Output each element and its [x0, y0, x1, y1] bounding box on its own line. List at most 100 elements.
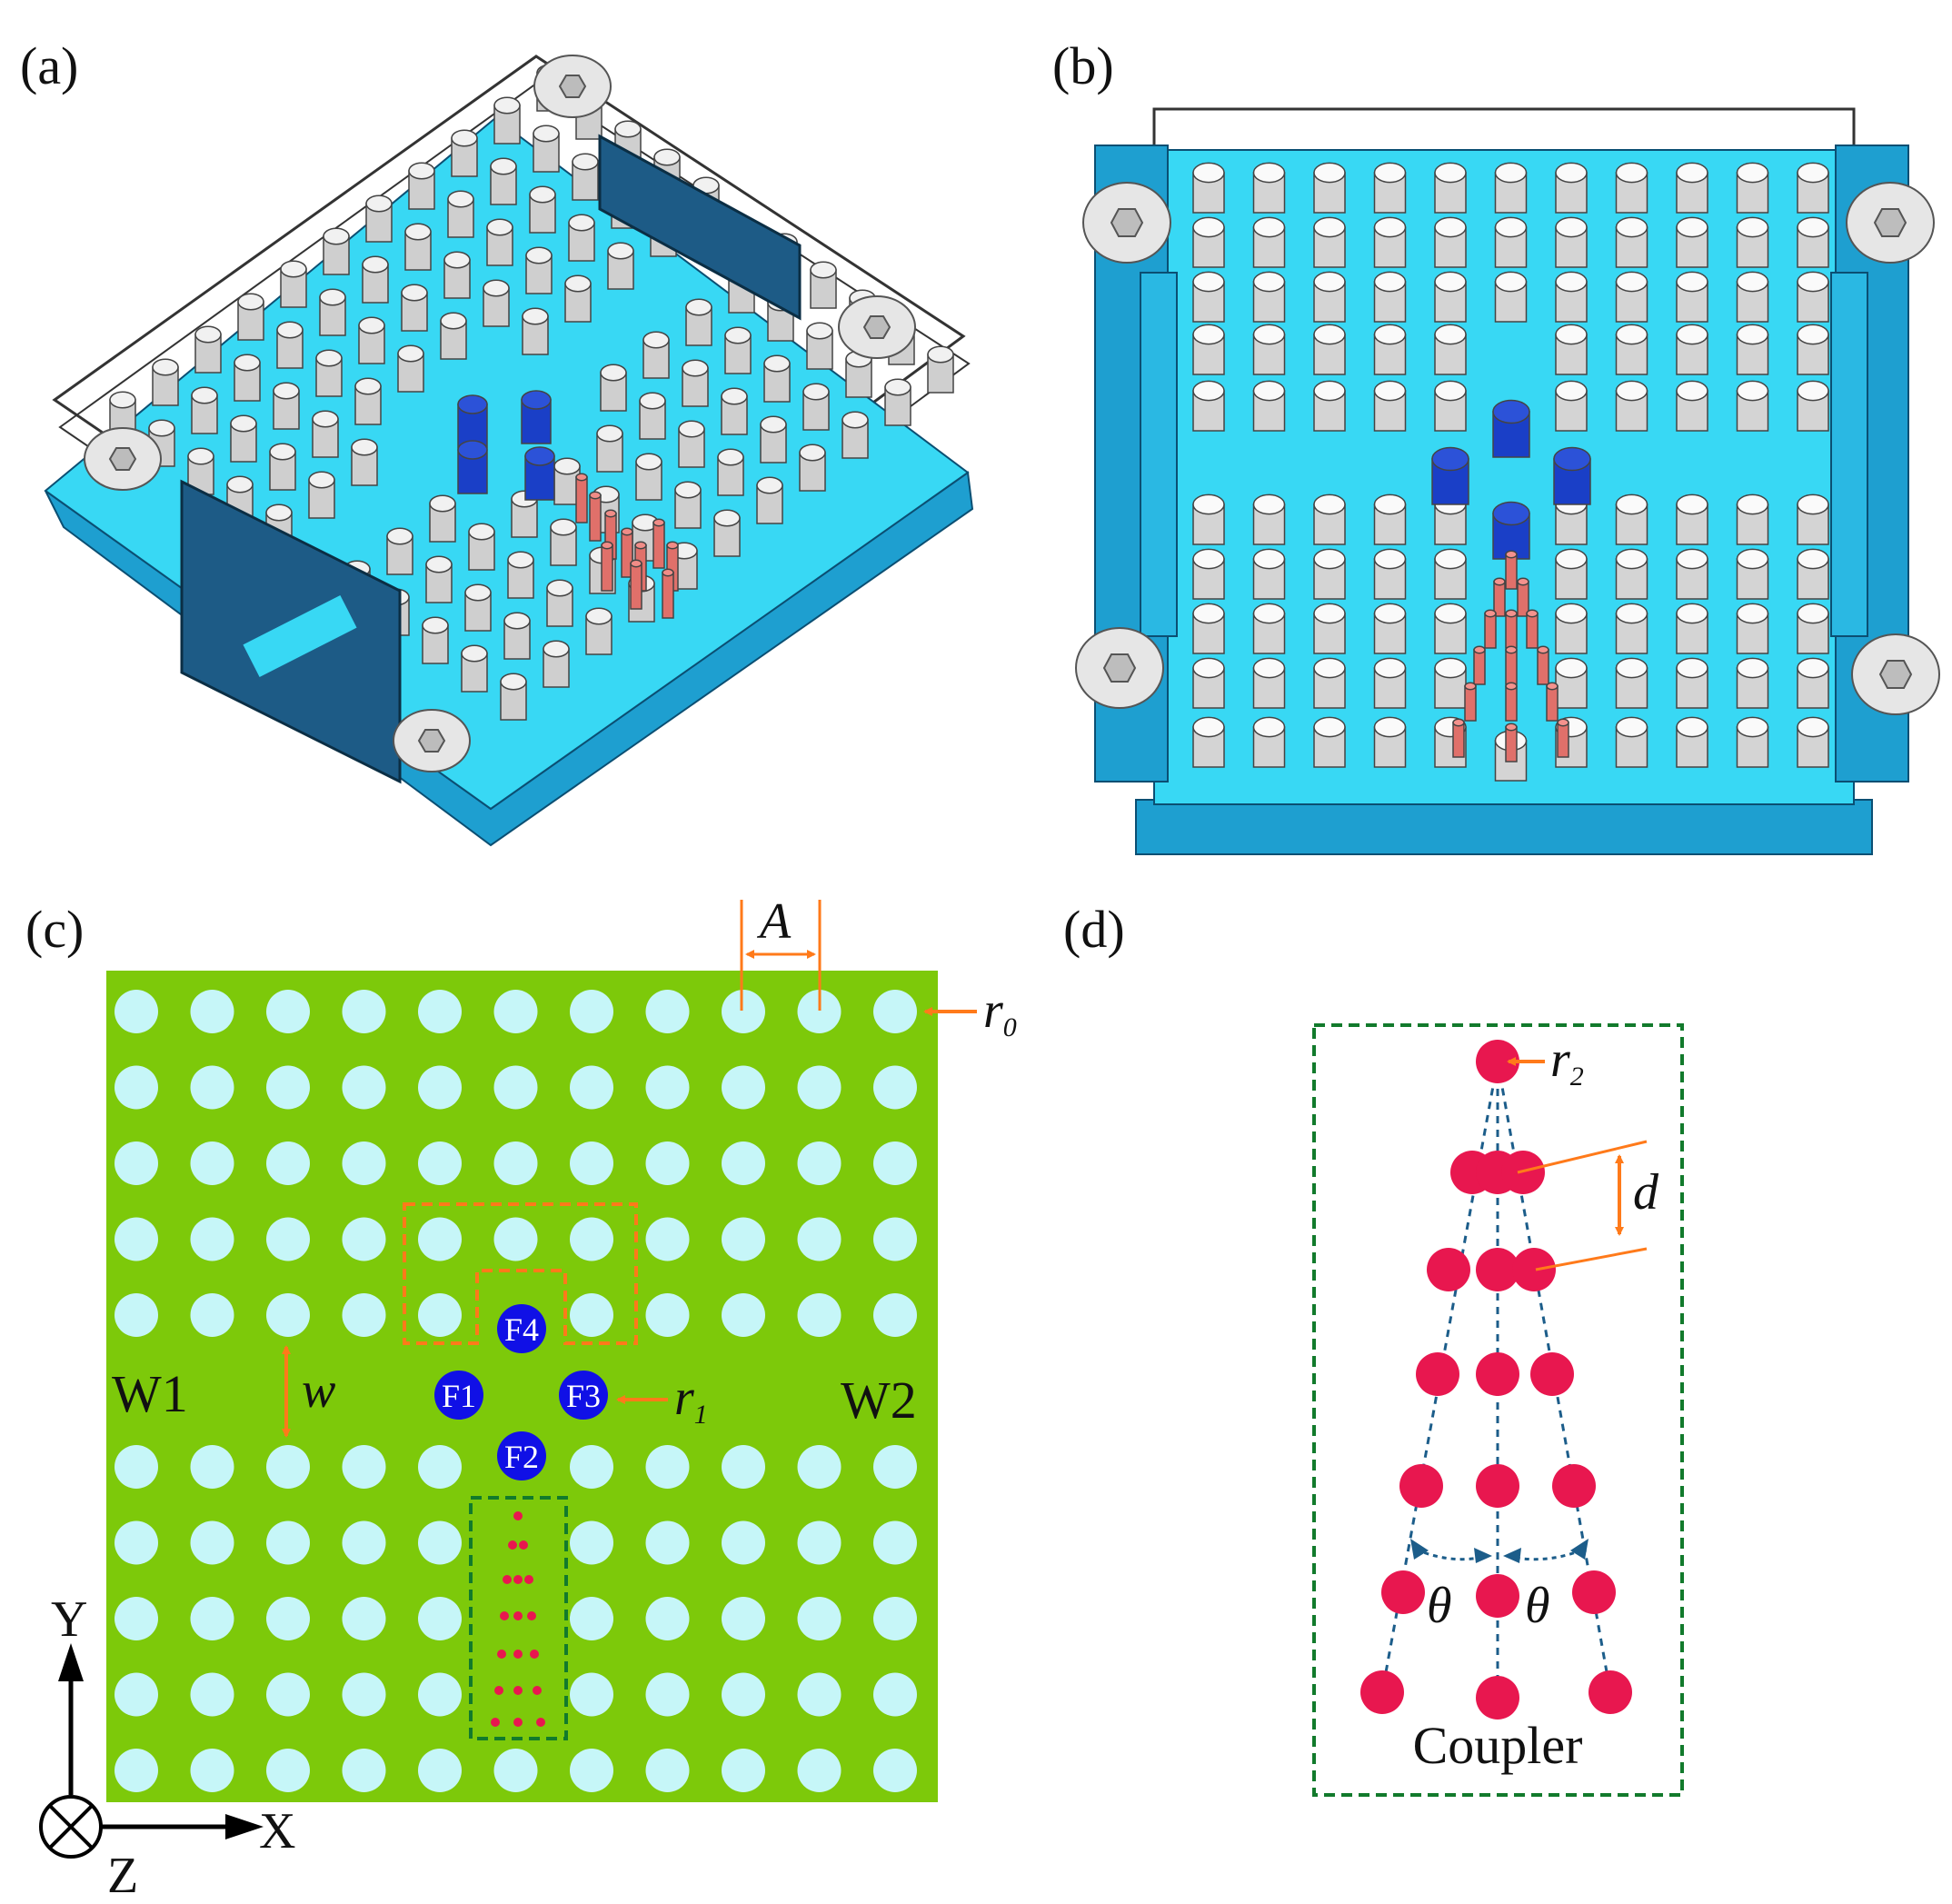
red-pin-a-body	[662, 572, 674, 619]
pin-b-top	[1736, 271, 1769, 293]
coupler-rod-large	[1399, 1464, 1443, 1508]
pin-a-top	[365, 194, 393, 213]
red-pin-b-top	[1484, 609, 1497, 618]
lattice-rod	[797, 1749, 842, 1792]
coupler-label: Coupler	[1413, 1716, 1583, 1775]
coupler-box-large	[1312, 1023, 1684, 1797]
pin-b-top	[1676, 324, 1708, 345]
red-pin-b-top	[1464, 682, 1477, 691]
lattice-rod	[190, 1597, 234, 1640]
pin-b-top	[1615, 380, 1648, 402]
pin-a-top	[525, 246, 553, 264]
coupler-rod-large	[1572, 1570, 1616, 1614]
pin-a-top	[408, 162, 435, 180]
pin-b-top	[1373, 493, 1407, 515]
coupler-rod-small	[524, 1575, 533, 1584]
lattice-rod	[645, 1749, 690, 1792]
pin-b-top	[1615, 216, 1648, 238]
pin-a-top	[760, 415, 787, 434]
pin-a-top	[468, 523, 495, 541]
pin-a-top	[763, 354, 791, 373]
lattice-rod	[418, 1141, 462, 1185]
lattice-rod	[570, 1672, 613, 1717]
hex-socket-icon	[1110, 208, 1144, 237]
pin-b-top	[1736, 548, 1769, 570]
bracket-top	[598, 134, 802, 321]
coupler-rod-large	[1530, 1352, 1574, 1396]
red-pin-b-body	[1526, 613, 1539, 649]
pin-b-top	[1373, 271, 1407, 293]
pin-b-top	[1252, 716, 1286, 738]
red-pin-a-top	[652, 518, 665, 527]
defect-label-F2: F2	[504, 1439, 539, 1475]
pin-b-top	[1434, 548, 1467, 570]
pin-b-top	[1373, 603, 1407, 624]
red-pin-a-top	[666, 541, 679, 550]
lattice-rod	[873, 990, 917, 1033]
defect-F2: F2	[497, 1431, 546, 1480]
lattice-rod	[570, 990, 613, 1033]
lattice-rod	[493, 1217, 538, 1261]
z-axis-cross-2	[48, 1804, 94, 1849]
pin-b-top	[1373, 324, 1407, 345]
blue-pin-a-top	[457, 440, 488, 460]
pin-a-top	[721, 387, 748, 405]
red-pin-a-top	[604, 509, 617, 518]
theta-arrowhead-2	[1474, 1548, 1492, 1563]
lattice-rod	[570, 1749, 613, 1792]
blue-pin-b-top	[1492, 399, 1530, 424]
pin-b-top	[1192, 380, 1225, 402]
panel-b-3d-model	[1075, 107, 1940, 855]
lattice-rod	[418, 1445, 462, 1489]
lattice-rod	[493, 990, 538, 1033]
red-pin-b-top	[1517, 577, 1529, 586]
coupler-rod-small	[491, 1718, 500, 1727]
pin-b-top	[1676, 603, 1708, 624]
pin-a-top	[607, 242, 634, 260]
pin-b-top	[1736, 216, 1769, 238]
rail-left	[1140, 272, 1178, 637]
lattice-rod	[342, 1749, 386, 1792]
lattice-rod	[873, 1749, 917, 1792]
lattice-rod	[115, 1672, 158, 1717]
lattice-rod	[115, 1445, 158, 1489]
pin-a-top	[280, 260, 307, 278]
red-pin-a-top	[662, 568, 674, 577]
lattice-rod	[190, 1749, 234, 1792]
pin-b-top	[1797, 548, 1829, 570]
pin-a-top	[717, 448, 744, 466]
pin-b-top	[1494, 271, 1528, 293]
screws-b	[1075, 182, 1940, 715]
pin-b-top	[1494, 216, 1528, 238]
lattice-rod	[266, 1217, 310, 1261]
pin-b-top	[1373, 216, 1407, 238]
pin-a-top	[810, 261, 837, 279]
pin-b-top	[1615, 271, 1648, 293]
lattice-rod	[570, 1217, 613, 1261]
lattice-rod	[342, 1065, 386, 1110]
y-axis-label: Y	[51, 1591, 87, 1648]
red-pin-b-body	[1493, 581, 1506, 617]
pin-a-top	[507, 551, 534, 569]
lattice-rod	[342, 1445, 386, 1489]
pin-b-top	[1192, 324, 1225, 345]
pin-a-top	[546, 579, 573, 597]
pin-a-top	[490, 157, 517, 175]
pin-a-top	[234, 354, 261, 372]
lattice-rod	[342, 1141, 386, 1185]
lattice-rod	[342, 1597, 386, 1640]
pin-a-top	[802, 383, 830, 401]
lattice-rod	[797, 1597, 842, 1640]
lattice-rod	[418, 1293, 462, 1337]
pin-b-top	[1434, 162, 1467, 184]
red-pin-b-top	[1493, 577, 1506, 586]
pin-a-top	[642, 331, 670, 349]
pin-a-top	[543, 640, 570, 658]
pin-b-top	[1797, 216, 1829, 238]
lattice-rod	[190, 1217, 234, 1261]
red-pin-a-body	[575, 476, 588, 523]
red-pin-b-top	[1505, 645, 1518, 654]
r0-label: r0	[983, 982, 1017, 1042]
pin-b-top	[1797, 657, 1829, 679]
theta-arc-right	[1506, 1548, 1584, 1561]
